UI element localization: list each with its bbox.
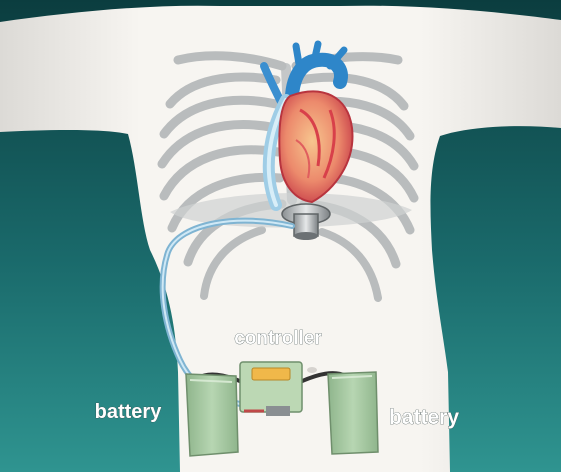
battery-label-left: battery (95, 401, 163, 423)
navel (307, 367, 317, 373)
right-battery (328, 372, 378, 454)
left-battery (186, 374, 238, 456)
battery-label-right: battery (389, 406, 459, 429)
controller-unit (240, 362, 302, 416)
controller-label: controller (234, 328, 322, 349)
